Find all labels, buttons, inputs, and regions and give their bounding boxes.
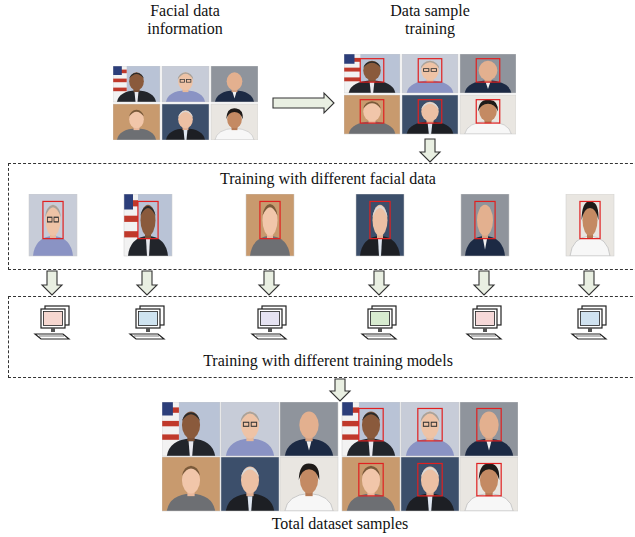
face-illustration <box>9 303 629 345</box>
face-illustration <box>113 66 258 140</box>
face-illustration <box>344 54 516 135</box>
node-heading: Total dataset samples <box>240 515 440 533</box>
node-heading: Data sample training <box>370 2 490 38</box>
block-arrow <box>273 93 334 113</box>
node-heading: Facial data information <box>125 2 245 38</box>
flow-arrow <box>420 139 440 162</box>
block-arrow <box>42 271 62 295</box>
face-illustration <box>162 402 518 513</box>
image-group: Facial data information <box>105 2 265 145</box>
node-heading: Training with different facial data <box>18 170 635 188</box>
flow-arrow <box>273 93 334 113</box>
block-arrow <box>330 379 350 401</box>
image-group: Data sample training <box>340 2 520 138</box>
block-arrow <box>369 271 389 295</box>
dashed-band: Training with different facial data <box>8 163 635 270</box>
block-arrow <box>579 271 599 295</box>
block-arrow <box>420 139 440 162</box>
block-arrow <box>259 271 279 295</box>
block-arrow <box>137 271 157 295</box>
flow-arrow <box>42 271 599 295</box>
dashed-band: Training with different training models <box>8 296 635 378</box>
node-heading: Training with different training models <box>18 352 635 370</box>
block-arrow <box>474 271 494 295</box>
flow-arrow <box>330 379 350 401</box>
face-illustration <box>9 194 629 260</box>
image-group: Total dataset samples <box>160 402 520 537</box>
